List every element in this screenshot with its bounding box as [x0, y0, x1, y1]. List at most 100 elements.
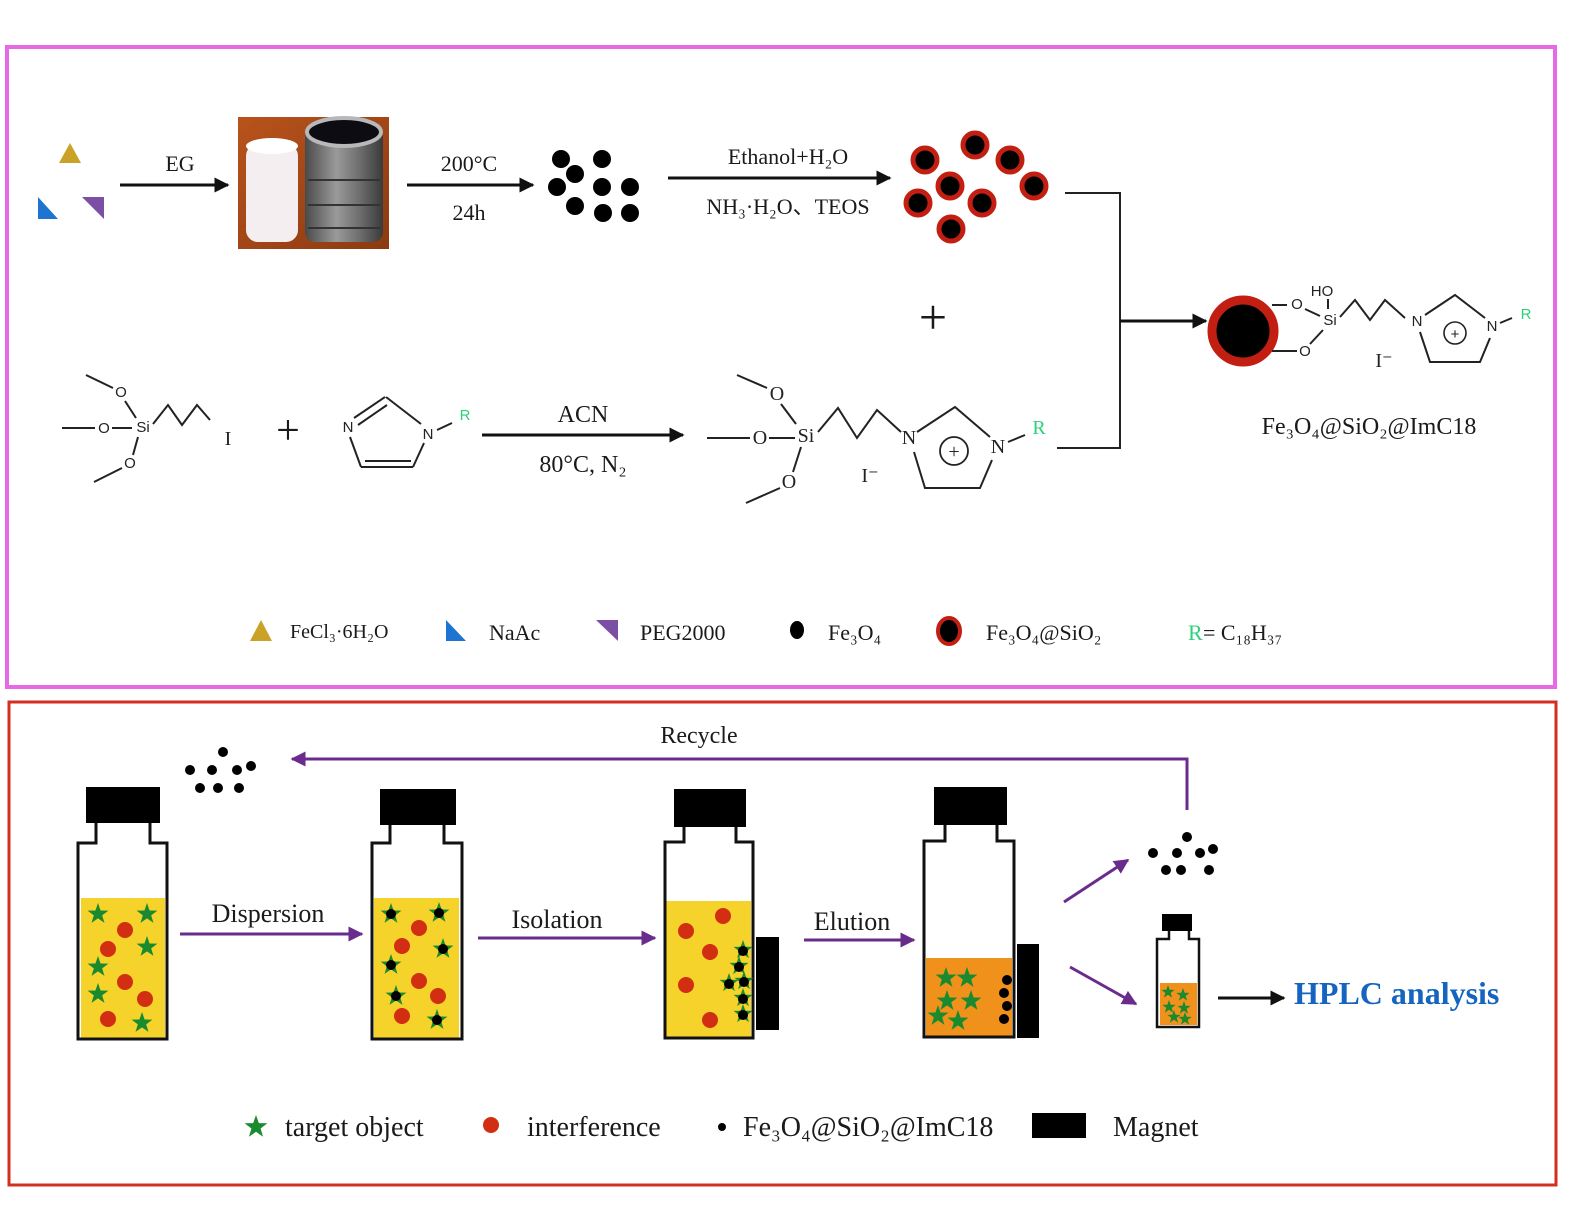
fe3o4-sio2-dot-icon	[936, 616, 962, 646]
fecl3-triangle-icon	[250, 620, 272, 641]
svg-text:O: O	[98, 420, 110, 437]
legend-item-peg: PEG2000	[596, 620, 726, 645]
fe3o4-particles	[548, 150, 639, 222]
svg-text:interference: interference	[527, 1112, 661, 1143]
product-particle	[1207, 295, 1279, 367]
naac-triangle-icon	[446, 620, 466, 641]
conditions-label: 80°C, N₂	[539, 452, 626, 478]
fe3o4-sio2-particles	[903, 130, 1049, 244]
imidazolium-silane-structure: O O Si O N N + R I⁻	[707, 374, 1046, 504]
reactant-plus-sign: +	[276, 408, 300, 454]
legend-item-naac: NaAc	[446, 620, 541, 645]
hplc-analysis-label: HPLC analysis	[1294, 975, 1499, 1011]
svg-text:Si: Si	[136, 419, 149, 436]
autoclave-photo	[238, 116, 389, 249]
legend-item-adsorbent: Fe₃O₄@SiO₂@ImC18	[718, 1112, 993, 1143]
recycle-arrow	[290, 751, 1189, 810]
svg-text:R: R	[460, 407, 471, 424]
magnet-icon	[1032, 1113, 1086, 1138]
recycled-particles	[185, 747, 256, 793]
legend-item-interference: interference	[483, 1112, 661, 1143]
svg-text:O: O	[770, 383, 784, 405]
legend-item-fe3o4-sio2: Fe₃O₄@SiO₂	[936, 616, 1101, 646]
temperature-label: 200°C	[441, 151, 497, 176]
eg-label: EG	[165, 151, 194, 176]
isolation-label: Isolation	[512, 905, 603, 934]
peg-triangle-icon	[82, 197, 104, 219]
svg-text:R: R	[1521, 306, 1532, 323]
svg-text:+: +	[948, 441, 959, 463]
to-particles-arrow	[1063, 858, 1130, 904]
svg-text:= C₁₈H₃₇: = C₁₈H₃₇	[1203, 620, 1282, 645]
recovered-particles	[1148, 832, 1218, 875]
recycle-label: Recycle	[660, 723, 737, 749]
fecl3-triangle-icon	[59, 143, 81, 163]
svg-text:N: N	[1412, 313, 1423, 330]
iodopropyl-silane-structure: O O Si O I	[62, 374, 232, 483]
hplc-vial	[1155, 914, 1201, 1029]
vial-sample	[76, 787, 169, 1041]
svg-text:O: O	[1291, 296, 1303, 313]
legend-item-target: target object	[244, 1112, 424, 1143]
svg-text:Si: Si	[798, 425, 815, 447]
svg-text:I: I	[225, 428, 232, 450]
svg-text:O: O	[1299, 343, 1311, 360]
svg-text:Fe₃O₄: Fe₃O₄	[828, 620, 881, 645]
svg-text:R: R	[1032, 417, 1046, 439]
legend-item-r-group: R = C₁₈H₃₇	[1188, 620, 1282, 645]
time-label: 24h	[453, 200, 486, 225]
solvent-label: Ethanol+H₂O	[728, 144, 848, 169]
svg-text:NaAc: NaAc	[489, 620, 541, 645]
svg-text:PEG2000: PEG2000	[640, 620, 726, 645]
black-dot-icon	[718, 1123, 726, 1131]
combine-bracket	[1057, 192, 1121, 449]
svg-text:N: N	[343, 419, 354, 436]
svg-text:Fe₃O₄@SiO₂: Fe₃O₄@SiO₂	[986, 620, 1101, 645]
svg-text:Magnet: Magnet	[1113, 1112, 1199, 1143]
svg-text:N: N	[902, 427, 916, 449]
svg-text:O: O	[124, 455, 136, 472]
product-structure: O HO Si O N N + R I⁻	[1272, 283, 1532, 372]
svg-text:N: N	[423, 426, 434, 443]
legend-item-magnet: Magnet	[1032, 1112, 1199, 1143]
svg-text:O: O	[782, 471, 796, 493]
magnet	[756, 937, 779, 1030]
to-vial-arrow	[1069, 965, 1138, 1006]
svg-text:Fe₃O₄@SiO₂@ImC18: Fe₃O₄@SiO₂@ImC18	[743, 1112, 993, 1143]
synthesis-legend: FeCl₃·6H₂O NaAc PEG2000 Fe₃O₄ Fe₃O₄@SiO₂…	[250, 616, 1282, 646]
svg-text:Si: Si	[1323, 312, 1336, 329]
magnet	[1017, 944, 1039, 1038]
legend-item-fe3o4: Fe₃O₄	[790, 620, 881, 645]
extraction-legend: target object interference Fe₃O₄@SiO₂@Im…	[244, 1112, 1199, 1143]
svg-text:O: O	[753, 427, 767, 449]
vial-isolated	[663, 789, 779, 1040]
svg-text:O: O	[115, 384, 127, 401]
reagent-label: NH₃·H₂O、TEOS	[706, 194, 869, 219]
naac-triangle-icon	[38, 197, 58, 219]
red-dot-icon	[483, 1117, 499, 1133]
plus-sign: +	[919, 289, 947, 345]
solvent-acn-label: ACN	[558, 402, 609, 428]
elution-label: Elution	[814, 907, 891, 936]
star-icon	[244, 1115, 268, 1137]
product-label: Fe₃O₄@SiO₂@ImC18	[1262, 414, 1477, 440]
vial-dispersed	[370, 789, 464, 1041]
svg-text:N: N	[991, 436, 1005, 458]
fe3o4-dot-icon	[790, 621, 804, 639]
svg-text:N: N	[1487, 318, 1498, 335]
svg-text:+: +	[1451, 326, 1460, 343]
svg-text:I⁻: I⁻	[861, 465, 878, 487]
extraction-panel-border	[7, 700, 1558, 1187]
synthesis-panel-border	[5, 45, 1557, 689]
svg-text:R: R	[1188, 620, 1203, 645]
svg-text:target object: target object	[285, 1112, 424, 1143]
svg-text:I⁻: I⁻	[1375, 350, 1392, 372]
svg-text:FeCl₃·6H₂O: FeCl₃·6H₂O	[290, 621, 388, 643]
dispersion-label: Dispersion	[212, 899, 325, 928]
legend-item-fecl3: FeCl₃·6H₂O	[250, 620, 388, 643]
peg-triangle-icon	[596, 620, 618, 641]
svg-text:HO: HO	[1311, 283, 1334, 300]
vial-eluted	[922, 787, 1039, 1039]
alkylimidazole-structure: N N R	[343, 396, 471, 468]
